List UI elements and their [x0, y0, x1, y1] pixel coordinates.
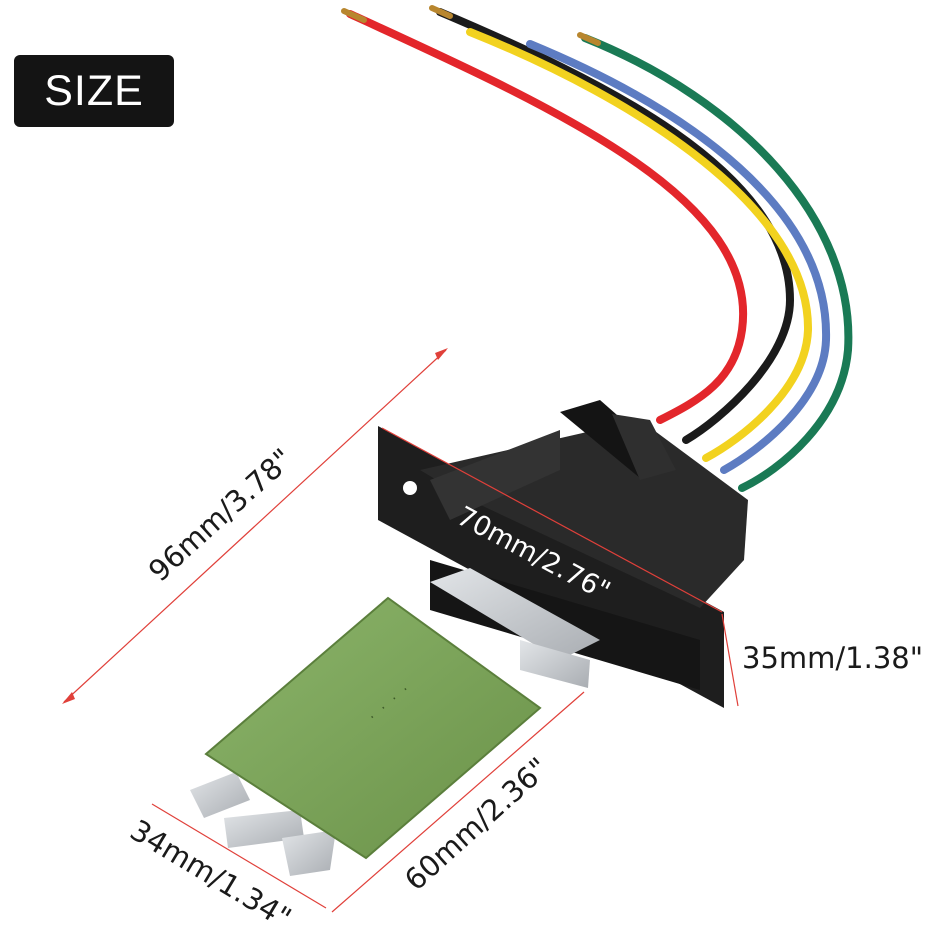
dim-line-connector-height [721, 613, 739, 707]
size-badge-label: SIZE [44, 66, 144, 115]
label-connector-height: 35mm/1.38" [742, 641, 923, 675]
dim-line-connector-width [381, 427, 723, 613]
dim-line-board-length [331, 691, 585, 913]
wire-blue [526, 40, 831, 474]
dim-arrow-length-end [435, 348, 448, 360]
dim-arrow-length-start [62, 692, 75, 704]
wire-red [346, 10, 748, 424]
wire-tip-red [341, 8, 367, 23]
wire-tip-black [429, 5, 453, 19]
dim-line-length [63, 349, 447, 703]
resistor-board: . . . . [204, 596, 542, 860]
terminals [190, 568, 600, 876]
label-length: 96mm/3.78" [142, 442, 299, 588]
wire-black [436, 8, 795, 444]
wire-yellow [466, 28, 813, 462]
dim-line-board-width [151, 803, 327, 909]
size-badge: SIZE [14, 55, 174, 127]
wire-harness [341, 5, 853, 492]
wire-tip-green [577, 32, 601, 46]
dimension-lines [62, 348, 739, 913]
wire-green [581, 34, 853, 492]
